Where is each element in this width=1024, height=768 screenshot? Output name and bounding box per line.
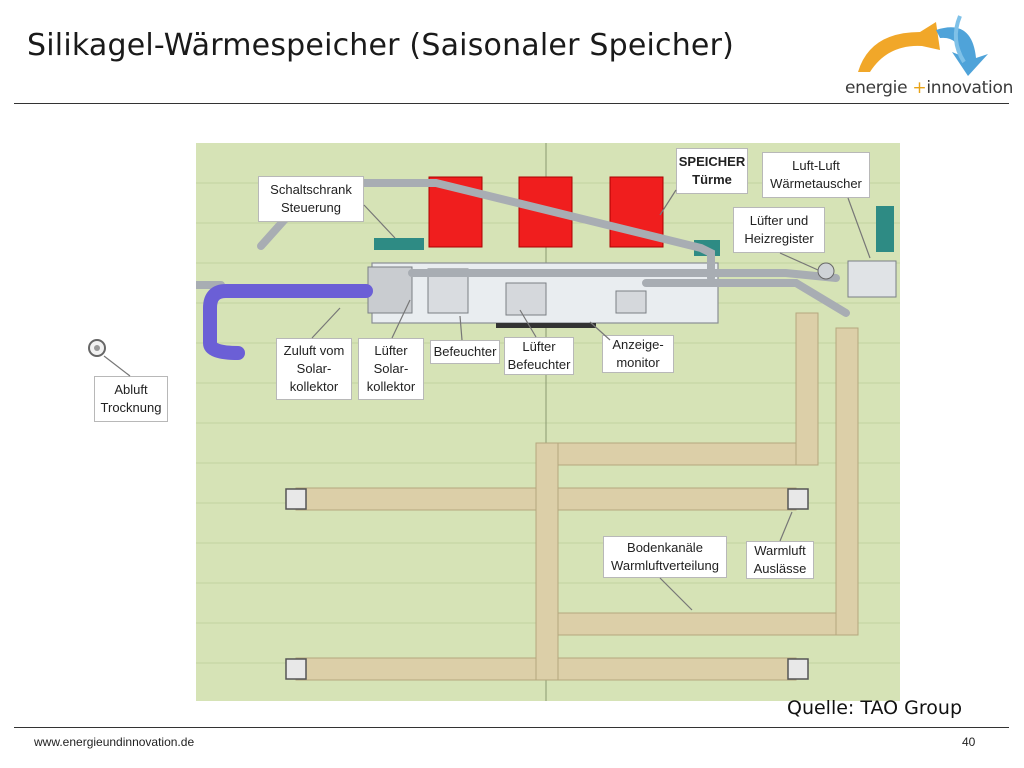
- floor-duct-center-vertical: [535, 442, 559, 681]
- footer-website-link[interactable]: www.energieundinnovation.de: [34, 735, 195, 749]
- humidifier-fan-housing: [505, 282, 547, 316]
- label-storage-towers: SPEICHER Türme: [676, 148, 748, 194]
- label-control-cabinet: Schaltschrank Steuerung: [258, 176, 364, 222]
- label-solar-supply: Zuluft vom Solar- kollektor: [276, 338, 352, 400]
- exhaust-outlet-icon: [88, 339, 106, 357]
- label-floor-channels: Bodenkanäle Warmluftverteilung: [603, 536, 727, 578]
- warm-air-outlets: [285, 488, 809, 680]
- outlet-upper-right: [787, 488, 809, 510]
- solar-fan-housing: [367, 266, 413, 314]
- label-humidifier-fan: Lüfter Befeuchter: [504, 337, 574, 375]
- outlet-lower-left: [285, 658, 307, 680]
- floor-ducts: [295, 312, 859, 681]
- display-monitor-housing: [615, 290, 647, 314]
- energie-innovation-logo: [858, 15, 988, 76]
- floor-plan-diagram: [196, 143, 900, 701]
- logo-text-energie: energie: [845, 78, 913, 98]
- slide-title: Silikagel-Wärmespeicher (Saisonaler Spei…: [27, 28, 735, 63]
- solar-supply-duct: [203, 284, 373, 360]
- air-to-air-heat-exchanger: [847, 260, 897, 298]
- logo-text-plus: +: [912, 78, 927, 98]
- label-heat-exchanger: Luft-Luft Wärmetauscher: [762, 152, 870, 198]
- label-fan-heater: Lüfter und Heizregister: [733, 207, 825, 253]
- floor-duct-riser-left: [795, 312, 819, 466]
- heat-exchanger-duct: [642, 279, 850, 317]
- label-humidifier: Befeuchter: [430, 340, 500, 364]
- floor-duct-upper-branch: [557, 442, 819, 466]
- floor-duct-lower-branch: [557, 612, 859, 636]
- base-plate: [496, 323, 596, 328]
- title-divider: [14, 103, 1009, 104]
- main-supply-duct: [408, 269, 840, 282]
- fan-heater-symbol: [817, 262, 835, 280]
- page-number: 40: [962, 735, 976, 749]
- label-warm-air-outlets: Warmluft Auslässe: [746, 541, 814, 579]
- label-solar-fan: Lüfter Solar- kollektor: [358, 338, 424, 400]
- source-credit: Quelle: TAO Group: [787, 697, 963, 719]
- outlet-upper-left: [285, 488, 307, 510]
- control-cabinet: [374, 238, 424, 250]
- footer-divider: [14, 727, 1009, 728]
- outlet-lower-right: [787, 658, 809, 680]
- leader-exhaust-drying: [103, 355, 131, 377]
- logo-wordmark: energie +innovation: [845, 78, 1013, 98]
- heat-exchanger-unit: [876, 206, 894, 252]
- floor-duct-riser-right: [835, 327, 859, 636]
- label-exhaust-drying: Abluft Trocknung: [94, 376, 168, 422]
- label-display-monitor: Anzeige- monitor: [602, 335, 674, 373]
- logo-text-innovation: innovation: [926, 78, 1014, 98]
- exhaust-outlet-duct: [196, 281, 225, 289]
